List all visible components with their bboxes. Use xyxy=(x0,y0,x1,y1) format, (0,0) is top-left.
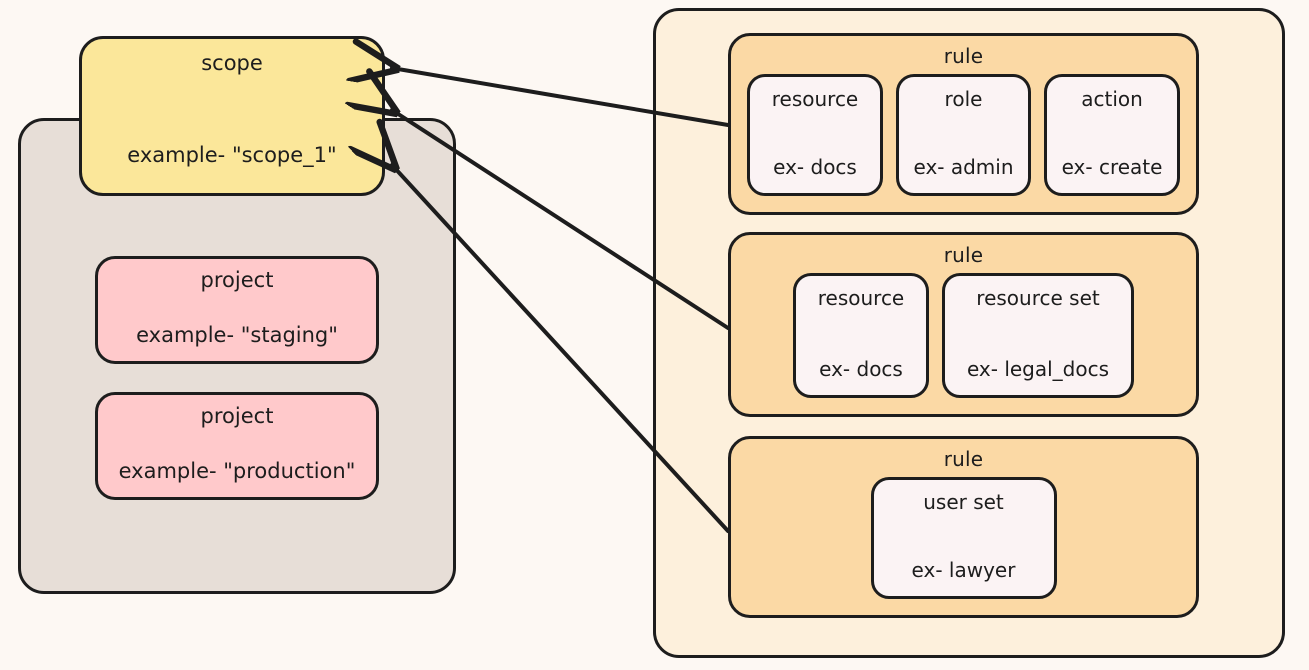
project-example: example- "production" xyxy=(118,459,356,483)
rule3-item-user-set[interactable]: user set ex- lawyer xyxy=(870,477,1057,599)
rule-items-row: user set ex- lawyer xyxy=(731,477,1196,615)
rule-card-2[interactable]: rule resource ex- docs resource set ex- … xyxy=(728,232,1199,417)
item-title: role xyxy=(944,87,983,111)
item-title: resource xyxy=(771,87,859,111)
item-example: ex- admin xyxy=(913,155,1014,179)
rule-items-row: resource ex- docs role ex- admin action … xyxy=(731,74,1196,212)
rule2-item-resource-set[interactable]: resource set ex- legal_docs xyxy=(942,273,1134,398)
project-card-production[interactable]: project example- "production" xyxy=(95,392,379,500)
rule2-item-resource[interactable]: resource ex- docs xyxy=(793,273,929,398)
rule-title: rule xyxy=(943,243,984,267)
rule1-item-role[interactable]: role ex- admin xyxy=(896,74,1031,196)
project-title: project xyxy=(200,404,274,428)
scope-title: scope xyxy=(201,51,263,75)
rule-card-3[interactable]: rule user set ex- lawyer xyxy=(728,436,1199,618)
scope-example: example- "scope_1" xyxy=(127,143,337,167)
item-title: user set xyxy=(923,490,1004,514)
project-title: project xyxy=(200,268,274,292)
rule1-item-resource[interactable]: resource ex- docs xyxy=(747,74,883,196)
rule1-item-action[interactable]: action ex- create xyxy=(1044,74,1180,196)
item-example: ex- docs xyxy=(773,155,857,179)
item-example: ex- create xyxy=(1061,155,1163,179)
project-example: example- "staging" xyxy=(136,323,338,347)
rule-title: rule xyxy=(943,44,984,68)
rule-title: rule xyxy=(943,447,984,471)
rule-items-row: resource ex- docs resource set ex- legal… xyxy=(731,273,1196,414)
item-example: ex- legal_docs xyxy=(966,357,1110,381)
item-example: ex- lawyer xyxy=(911,558,1016,582)
project-card-staging[interactable]: project example- "staging" xyxy=(95,256,379,364)
item-title: resource set xyxy=(976,286,1100,310)
item-title: action xyxy=(1081,87,1143,111)
scope-card[interactable]: scope example- "scope_1" xyxy=(79,36,385,196)
item-example: ex- docs xyxy=(819,357,903,381)
item-title: resource xyxy=(817,286,905,310)
rule-card-1[interactable]: rule resource ex- docs role ex- admin ac… xyxy=(728,33,1199,215)
